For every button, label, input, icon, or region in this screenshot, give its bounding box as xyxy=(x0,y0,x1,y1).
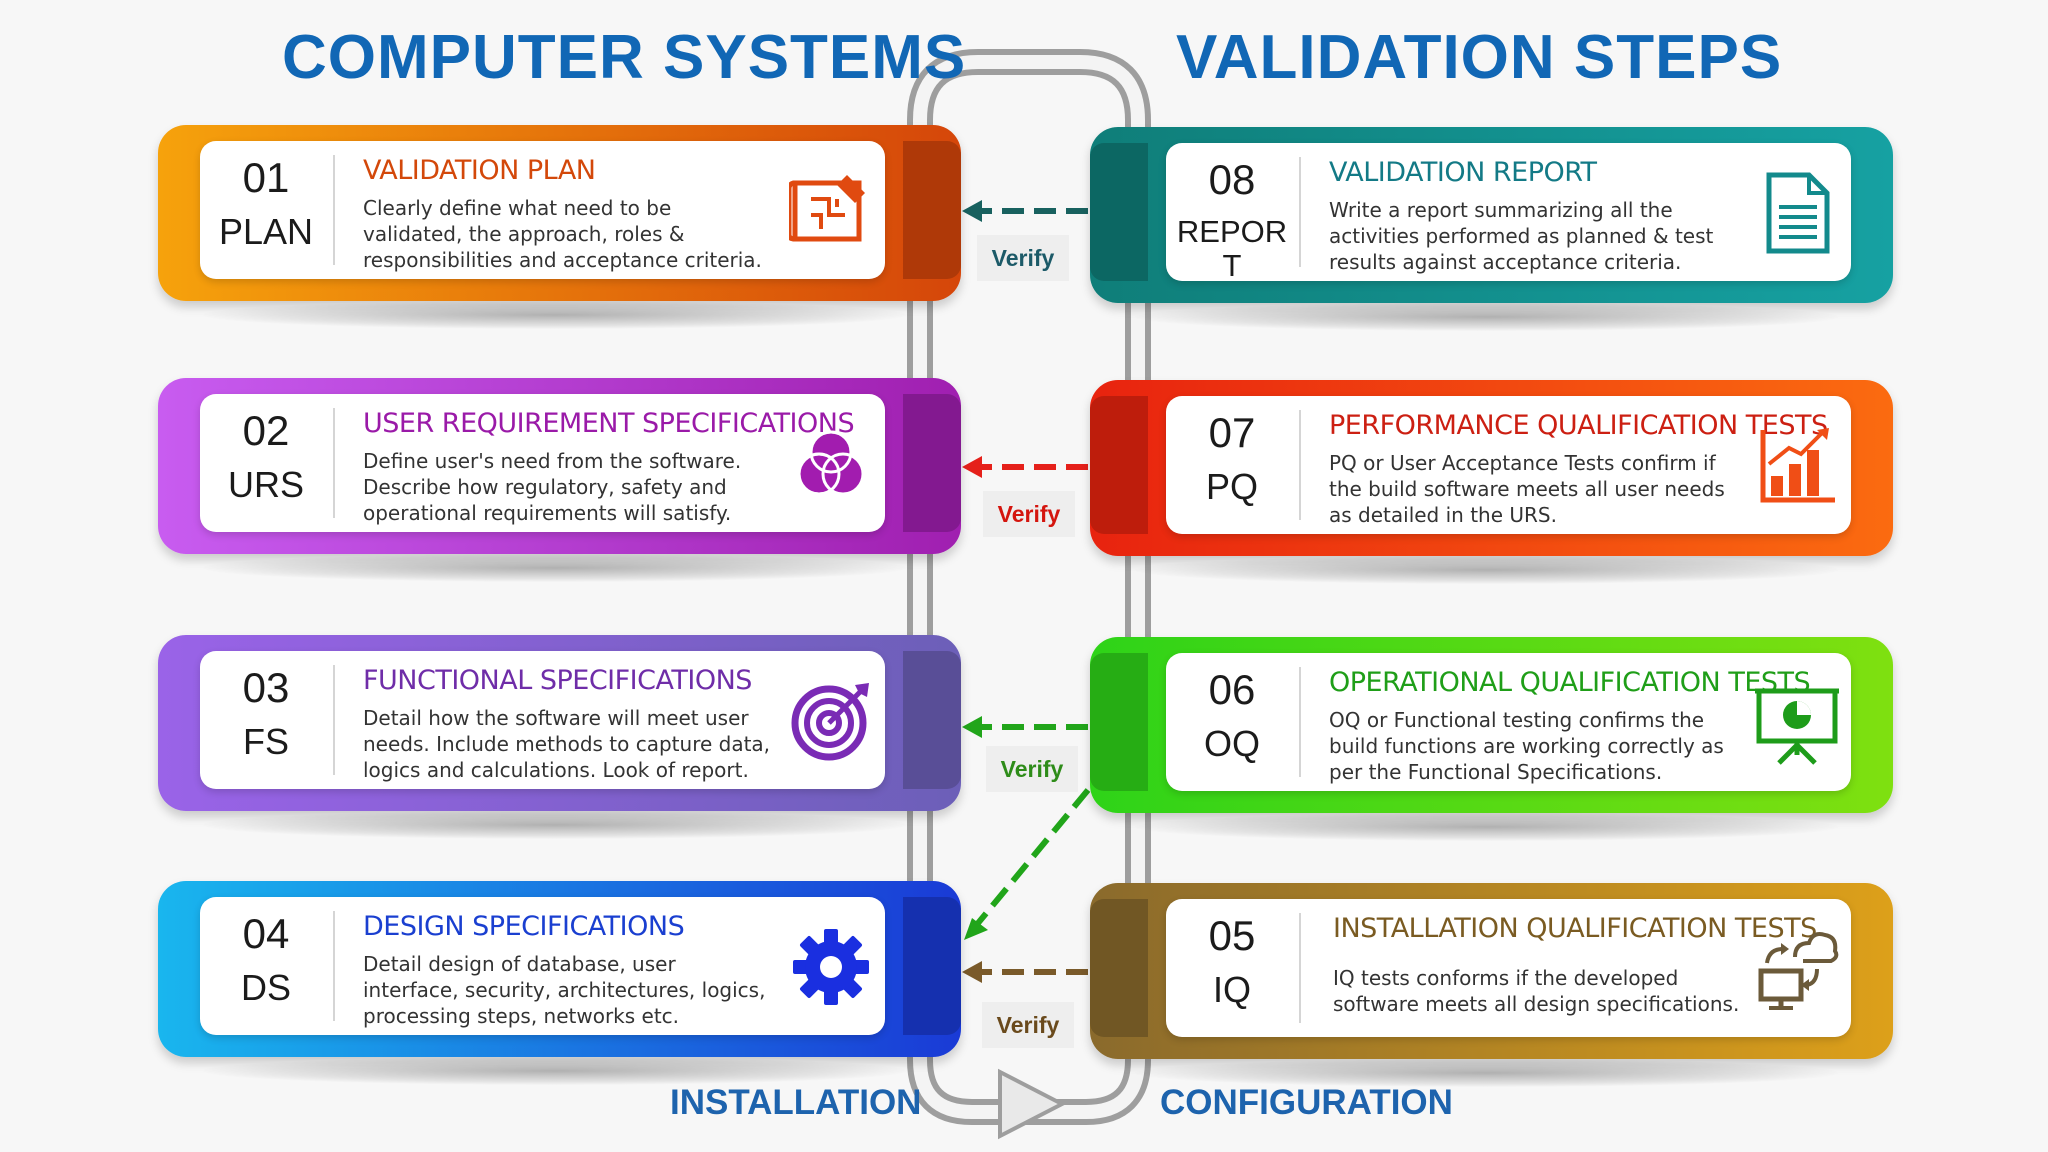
step-panel: 05 IQ INSTALLATION QUALIFICATION TESTS I… xyxy=(1166,899,1851,1037)
bar-chart-icon xyxy=(1755,424,1839,508)
configuration-label: CONFIGURATION xyxy=(1160,1083,1453,1122)
step-panel: 08 REPORT VALIDATION REPORT Write a repo… xyxy=(1166,143,1851,283)
step-number: 08 xyxy=(1208,156,1256,203)
step-number: 02 xyxy=(242,407,290,454)
step-number: 01 xyxy=(242,154,290,201)
step-title: INSTALLATION QUALIFICATION TESTS xyxy=(1333,913,1817,944)
computer-systems-heading: COMPUTER SYSTEMS xyxy=(282,23,967,92)
step-description: OQ or Functional testing confirms the bu… xyxy=(1329,708,1724,784)
step-card-07: 07 PQ PERFORMANCE QUALIFICATION TESTS PQ… xyxy=(1090,380,1893,584)
step-panel: 02 URS USER REQUIREMENT SPECIFICATIONS D… xyxy=(200,394,885,532)
step-description: Detail how the software will meet user n… xyxy=(363,706,771,782)
step-panel: 06 OQ OPERATIONAL QUALIFICATION TESTS OQ… xyxy=(1166,653,1851,791)
step-panel: 04 DS DESIGN SPECIFICATIONS Detail desig… xyxy=(200,897,885,1035)
step-card-05: 05 IQ INSTALLATION QUALIFICATION TESTS I… xyxy=(1090,883,1893,1087)
step-title: PERFORMANCE QUALIFICATION TESTS xyxy=(1329,410,1828,441)
verify-arrow-06-to-04 xyxy=(971,788,1091,930)
presentation-board-icon xyxy=(1755,681,1839,765)
step-abbreviation: PLAN xyxy=(218,211,314,252)
step-panel: 01 PLAN VALIDATION PLAN Clearly define w… xyxy=(200,141,885,279)
step-title: FUNCTIONAL SPECIFICATIONS xyxy=(363,665,752,696)
step-title: VALIDATION PLAN xyxy=(363,155,596,186)
step-description: IQ tests conforms if the developed softw… xyxy=(1333,966,1740,1016)
target-icon xyxy=(789,679,873,763)
step-card-08: 08 REPORT VALIDATION REPORT Write a repo… xyxy=(1090,127,1893,331)
document-icon xyxy=(1755,171,1839,255)
step-title: OPERATIONAL QUALIFICATION TESTS xyxy=(1329,667,1811,698)
step-title: USER REQUIREMENT SPECIFICATIONS xyxy=(363,408,855,439)
step-card-04: 04 DS DESIGN SPECIFICATIONS Detail desig… xyxy=(158,881,961,1085)
step-abbreviation: REPORT xyxy=(1176,214,1288,283)
step-title: VALIDATION REPORT xyxy=(1329,157,1597,188)
step-card-03: 03 FS FUNCTIONAL SPECIFICATIONS Detail h… xyxy=(158,635,961,839)
cloud-computer-icon xyxy=(1755,927,1839,1011)
step-abbreviation: DS xyxy=(240,967,291,1008)
verify-label-07-02: Verify xyxy=(983,491,1075,537)
step-number: 03 xyxy=(242,664,290,711)
step-number: 05 xyxy=(1208,912,1256,959)
step-abbreviation: URS xyxy=(227,464,304,505)
step-description: Write a report summarizing all the activ… xyxy=(1329,198,1714,274)
step-number: 06 xyxy=(1208,666,1256,713)
venn-circles-icon xyxy=(789,422,873,506)
step-abbreviation: OQ xyxy=(1203,723,1260,764)
step-number: 04 xyxy=(242,910,290,957)
verify-label-05-04: Verify xyxy=(982,1002,1074,1048)
step-description: Define user's need from the software. De… xyxy=(363,449,742,525)
step-description: Clearly define what need to be validated… xyxy=(363,196,762,272)
step-description: Detail design of database, user interfac… xyxy=(363,952,766,1028)
step-card-01: 01 PLAN VALIDATION PLAN Clearly define w… xyxy=(158,125,961,329)
step-abbreviation: PQ xyxy=(1205,466,1258,507)
loop-direction-arrow xyxy=(998,1068,1067,1140)
step-card-02: 02 URS USER REQUIREMENT SPECIFICATIONS D… xyxy=(158,378,961,582)
installation-label: INSTALLATION xyxy=(670,1083,922,1122)
gear-icon xyxy=(789,925,873,1009)
step-abbreviation: IQ xyxy=(1212,969,1251,1010)
verify-label-08-01: Verify xyxy=(977,235,1069,281)
step-panel: 07 PQ PERFORMANCE QUALIFICATION TESTS PQ… xyxy=(1166,396,1851,534)
step-panel: 03 FS FUNCTIONAL SPECIFICATIONS Detail h… xyxy=(200,651,885,789)
verify-label-06-03: Verify xyxy=(986,746,1078,792)
step-number: 07 xyxy=(1208,409,1256,456)
validation-steps-heading: VALIDATION STEPS xyxy=(1176,23,1783,92)
step-description: PQ or User Acceptance Tests confirm if t… xyxy=(1329,451,1725,527)
step-card-06: 06 OQ OPERATIONAL QUALIFICATION TESTS OQ… xyxy=(1090,637,1893,841)
step-title: DESIGN SPECIFICATIONS xyxy=(363,911,685,942)
blueprint-icon xyxy=(786,169,873,253)
step-abbreviation: FS xyxy=(242,721,289,762)
